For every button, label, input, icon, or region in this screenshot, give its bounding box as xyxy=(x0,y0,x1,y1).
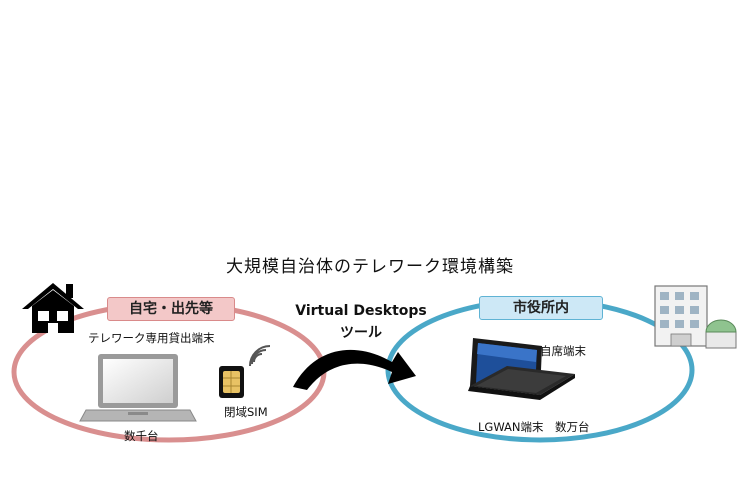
diagram-title: 大規模自治体のテレワーク環境構築 xyxy=(226,257,514,277)
office-badge: 市役所内 xyxy=(479,296,603,320)
closed-sim-label: 閉域SIM xyxy=(224,405,268,419)
office-terminal-label: 自席端末 xyxy=(540,344,586,358)
tool-suffix: ツール xyxy=(340,325,382,341)
city-hall-icon xyxy=(654,285,737,349)
lgwan-label: LGWAN端末 数万台 xyxy=(478,420,590,434)
tool-label: Virtual Desktops ツール xyxy=(286,300,436,344)
tool-name: Virtual Desktops xyxy=(295,303,427,319)
home-badge: 自宅・出先等 xyxy=(107,297,235,321)
sim-card-icon xyxy=(219,366,244,398)
telework-terminal-label: テレワーク専用貸出端末 xyxy=(88,331,215,345)
wireless-signal-icon xyxy=(249,345,271,367)
office-laptop-icon xyxy=(468,338,575,400)
house-icon xyxy=(22,283,84,333)
home-count-label: 数千台 xyxy=(124,429,159,443)
curved-arrow-icon xyxy=(293,349,416,390)
laptop-icon xyxy=(79,354,197,422)
